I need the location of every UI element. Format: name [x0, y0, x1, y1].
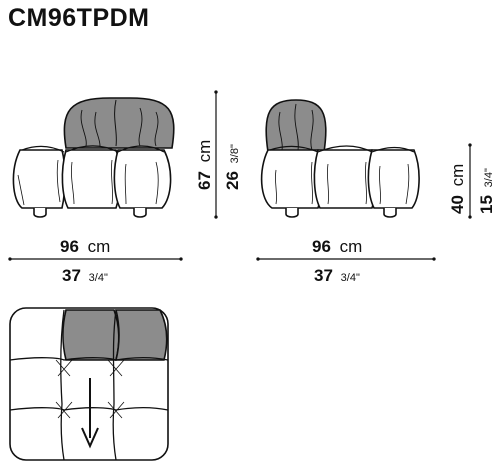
top-backrest-right	[114, 309, 168, 361]
side-width-dimension: 96 cm 37 3/4"	[256, 237, 436, 285]
side-seat-back	[260, 149, 324, 209]
svg-text:37 3/4": 37 3/4"	[62, 266, 108, 285]
front-width-in-fraction: 3/4"	[89, 272, 108, 284]
front-height-cm-unit: cm	[195, 140, 214, 163]
svg-text:40 cm: 40 cm	[448, 164, 467, 214]
front-backrest	[63, 97, 175, 149]
side-foot-back	[285, 208, 299, 218]
front-seat-right	[113, 149, 172, 209]
front-width-cm-value: 96	[60, 237, 79, 256]
front-height-cm-value: 67	[195, 171, 214, 190]
side-height-in-fraction: 3/4"	[483, 168, 495, 187]
top-view	[9, 307, 169, 461]
front-height-dimension: 67 cm 26 3/8"	[195, 90, 242, 219]
front-foot-left	[33, 208, 47, 218]
side-width-cm-value: 96	[312, 237, 331, 256]
front-height-in-value: 26	[223, 171, 242, 190]
side-height-dimension: 40 cm 15 3/4"	[448, 143, 496, 219]
side-width-in-fraction: 3/4"	[341, 272, 360, 284]
svg-text:96 cm: 96 cm	[60, 237, 110, 256]
front-width-in-value: 37	[62, 266, 81, 285]
side-seat-middle	[313, 149, 378, 209]
side-foot-front	[383, 208, 397, 218]
side-height-in-value: 15	[477, 195, 496, 214]
front-width-dimension: 96 cm 37 3/4"	[8, 237, 183, 285]
svg-text:37 3/4": 37 3/4"	[314, 266, 360, 285]
model-code-title: CM96TPDM	[8, 4, 150, 32]
top-backrest-left	[62, 309, 120, 361]
front-foot-right	[133, 208, 147, 218]
seat-direction-arrowhead	[81, 427, 99, 449]
front-width-cm-unit: cm	[88, 237, 111, 256]
front-height-in-fraction: 3/8"	[229, 144, 241, 163]
side-width-cm-unit: cm	[340, 237, 363, 256]
side-width-in-value: 37	[314, 266, 333, 285]
side-height-cm-unit: cm	[448, 164, 467, 187]
svg-text:96 cm: 96 cm	[312, 237, 362, 256]
front-view	[12, 97, 175, 218]
svg-text:67 cm: 67 cm	[195, 140, 214, 190]
side-view	[260, 99, 420, 218]
svg-text:15 3/4": 15 3/4"	[477, 168, 496, 214]
side-seat-front	[367, 149, 420, 209]
side-height-cm-value: 40	[448, 195, 467, 214]
svg-text:26 3/8": 26 3/8"	[223, 144, 242, 190]
